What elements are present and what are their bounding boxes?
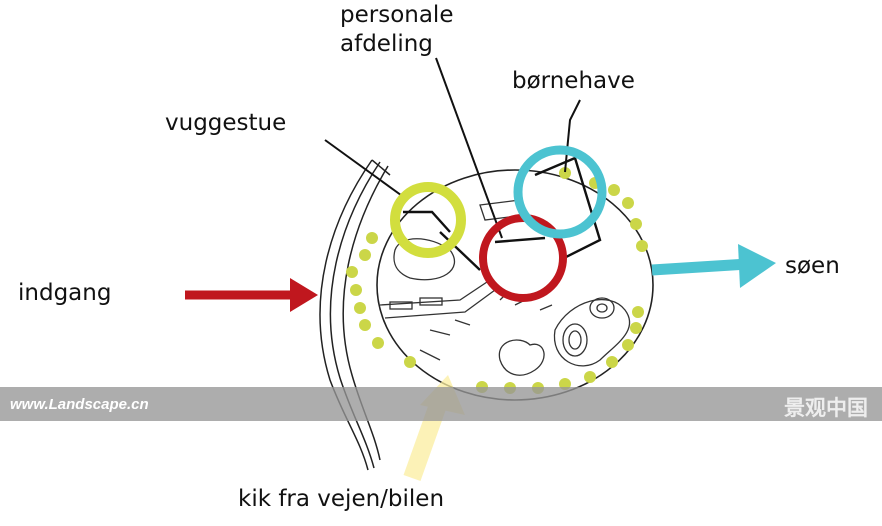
- leader-personale: [435, 57, 503, 239]
- ring-vuggestue: [390, 182, 466, 258]
- perimeter-dot: [636, 240, 648, 252]
- label-personale: personale: [340, 2, 454, 28]
- perimeter-dot: [630, 322, 642, 334]
- perimeter-dot: [354, 302, 366, 314]
- perimeter-dot: [606, 356, 618, 368]
- perimeter-dot: [366, 232, 378, 244]
- perimeter-dot: [608, 184, 620, 196]
- label-bornehave: børnehave: [512, 68, 635, 94]
- label-kik: kik fra vejen/bilen: [238, 486, 445, 512]
- site-sketch: [379, 199, 631, 376]
- road: [319, 159, 391, 471]
- perimeter-dot: [559, 167, 571, 179]
- watermark-band: [0, 387, 882, 421]
- perimeter-dot: [630, 218, 642, 230]
- ring-bornehave: [513, 145, 607, 239]
- perimeter-dot: [372, 337, 384, 349]
- label-vuggestue: vuggestue: [165, 110, 287, 136]
- perimeter-dot: [404, 356, 416, 368]
- perimeter-dot: [632, 306, 644, 318]
- perimeter-dot: [350, 284, 362, 296]
- perimeter-dot: [359, 249, 371, 261]
- perimeter-dot: [359, 319, 371, 331]
- perimeter-dots: [346, 167, 648, 394]
- arrow-indgang: [185, 278, 318, 312]
- label-soen: søen: [785, 253, 840, 279]
- perimeter-dot: [346, 266, 358, 278]
- watermark-logo: 景观中国: [784, 396, 868, 420]
- perimeter-dot: [584, 371, 596, 383]
- leader-vuggestue: [324, 139, 406, 199]
- buildings: [403, 156, 602, 271]
- label-indgang: indgang: [18, 280, 112, 306]
- arrow-soen: [651, 244, 776, 288]
- perimeter-dot: [622, 197, 634, 209]
- label-afdeling: afdeling: [340, 31, 433, 57]
- watermark-url: www.Landscape.cn: [10, 396, 149, 413]
- perimeter-dot: [622, 339, 634, 351]
